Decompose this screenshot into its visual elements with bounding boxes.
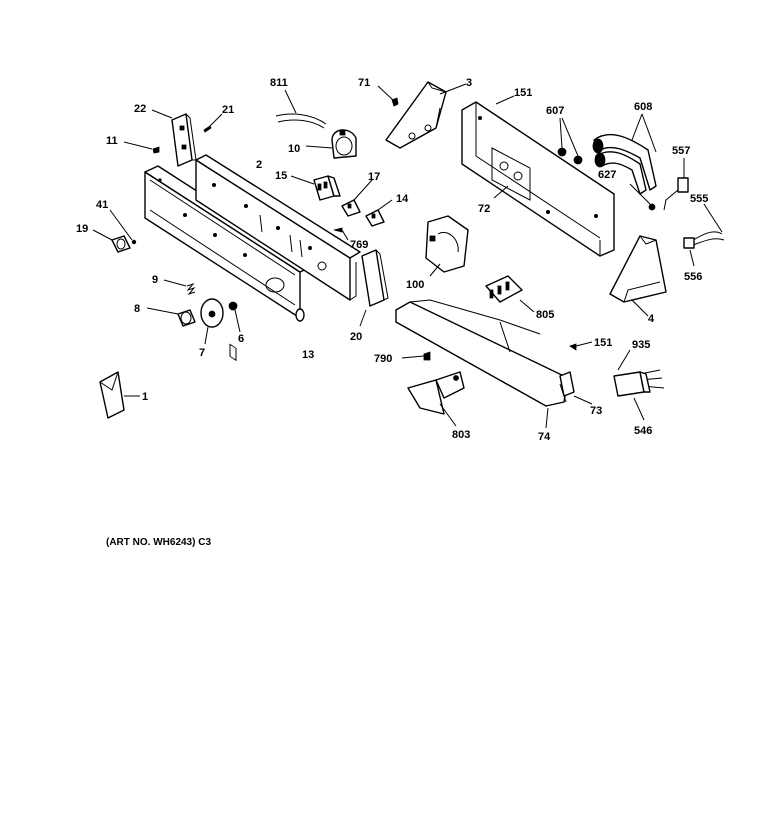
label-1: 1 [142, 391, 148, 403]
part-546-terminal-block [613, 371, 651, 421]
label-71: 71 [358, 77, 370, 89]
part-1-envelope [99, 371, 140, 419]
label-769: 769 [350, 239, 368, 251]
part-17-clip [341, 179, 373, 217]
part-labels: 1 2 3 4 6 7 8 9 10 11 13 14 15 17 19 20 … [76, 77, 708, 443]
label-20: 20 [350, 331, 362, 343]
label-557: 557 [672, 145, 690, 157]
label-22: 22 [134, 103, 146, 115]
label-21: 21 [222, 104, 234, 116]
label-546: 546 [634, 425, 652, 437]
label-17: 17 [368, 171, 380, 183]
label-74: 74 [538, 431, 551, 443]
label-151-top: 151 [514, 87, 532, 99]
label-805: 805 [536, 309, 554, 321]
part-72-backsplash [461, 95, 615, 257]
label-2: 2 [256, 159, 262, 171]
part-4-bracket [609, 235, 667, 317]
label-555: 555 [690, 193, 708, 205]
label-13: 13 [302, 349, 314, 361]
label-10: 10 [288, 143, 300, 155]
label-811: 811 [270, 77, 288, 89]
label-73: 73 [590, 405, 602, 417]
label-556: 556 [684, 271, 702, 283]
label-9: 9 [152, 274, 158, 286]
part-14-clip [365, 199, 393, 227]
part-8-knob [146, 307, 196, 327]
label-41: 41 [96, 199, 108, 211]
part-805-switch [485, 275, 535, 313]
label-7: 7 [199, 347, 205, 359]
part-100-timer [425, 215, 469, 277]
part-627-screw [629, 183, 656, 211]
part-6-nut [228, 301, 241, 333]
label-935: 935 [632, 339, 650, 351]
part-74-trim [395, 299, 569, 429]
part-557-valve-wire [663, 158, 689, 211]
part-21-screw [203, 113, 223, 133]
part-151-screw [569, 341, 593, 351]
label-19: 19 [76, 223, 88, 235]
label-151-bottom: 151 [594, 337, 612, 349]
part-15-switch [290, 175, 341, 201]
part-73-end [559, 371, 593, 405]
label-608: 608 [634, 101, 652, 113]
label-4: 4 [648, 313, 655, 325]
part-71-screw [377, 85, 399, 107]
part-555-harness [689, 203, 725, 247]
part-10-pressure-switch [305, 129, 357, 159]
part-7-dial [200, 298, 224, 345]
label-6: 6 [238, 333, 244, 345]
part-608-hoses [592, 113, 657, 195]
part-790-screw [401, 351, 431, 361]
part-2-bracket [195, 154, 361, 362]
part-769-screw [333, 227, 349, 241]
label-72: 72 [478, 203, 490, 215]
part-22-end-cap [151, 109, 197, 167]
label-11: 11 [106, 135, 118, 147]
part-556-connector [683, 237, 695, 267]
part-11-screw [123, 141, 160, 154]
label-790: 790 [374, 353, 392, 365]
art-number-caption: (ART NO. WH6243) C3 [106, 537, 211, 548]
label-100: 100 [406, 279, 424, 291]
part-607-grommets [557, 117, 583, 165]
part-9-spring [163, 279, 196, 296]
label-8: 8 [134, 303, 140, 315]
part-811-hose [275, 89, 327, 129]
label-803: 803 [452, 429, 470, 441]
label-607: 607 [546, 105, 564, 117]
part-3-bracket [385, 81, 467, 149]
label-15: 15 [275, 170, 287, 182]
part-19-knob [92, 209, 137, 253]
part-20-end-cap [359, 249, 389, 327]
label-3: 3 [466, 77, 472, 89]
part-803-bracket [407, 371, 465, 427]
label-627: 627 [598, 169, 616, 181]
label-14: 14 [396, 193, 409, 205]
